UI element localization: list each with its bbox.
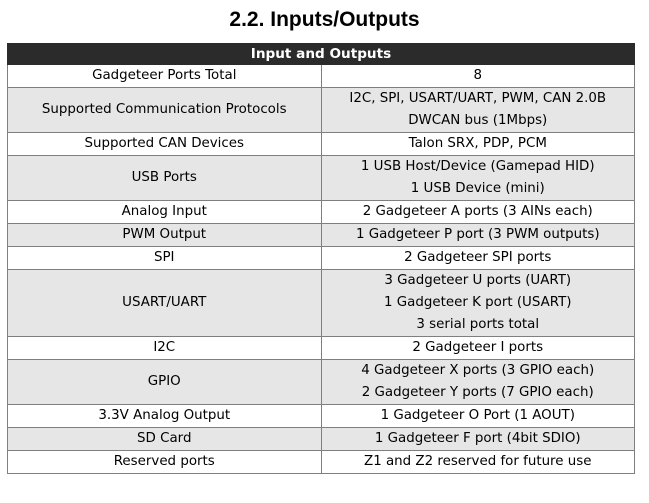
table-header-row: Input and Outputs (7, 43, 635, 65)
row-value: 1 Gadgeteer P port (3 PWM outputs) (320, 223, 635, 247)
row-label: SD Card (7, 427, 322, 451)
row-label: GPIO (7, 359, 322, 405)
table-row: SD Card 1 Gadgeteer F port (4bit SDIO) (7, 427, 635, 451)
row-label: Supported Communication Protocols (7, 87, 322, 133)
row-value: 2 Gadgeteer A ports (3 AINs each) (320, 200, 635, 224)
row-value-line: 2 Gadgeteer I ports (412, 340, 544, 355)
row-value: 1 USB Host/Device (Gamepad HID) 1 USB Dev… (320, 155, 635, 201)
table-row: PWM Output 1 Gadgeteer P port (3 PWM outp… (7, 223, 635, 247)
row-value-line: Z1 and Z2 reserved for future use (364, 454, 592, 469)
row-label: I2C (7, 336, 322, 360)
table-row: I2C 2 Gadgeteer I ports (7, 336, 635, 360)
row-value-line: DWCAN bus (1Mbps) (408, 113, 548, 128)
table-row: Supported CAN Devices Talon SRX, PDP, PCM (7, 132, 635, 156)
row-label: 3.3V Analog Output (7, 404, 322, 428)
row-value: 4 Gadgeteer X ports (3 GPIO each) 2 Gadge… (320, 359, 635, 405)
row-label: Supported CAN Devices (7, 132, 322, 156)
row-label: Analog Input (7, 200, 322, 224)
table-row: Analog Input 2 Gadgeteer A ports (3 AINs … (7, 200, 635, 224)
row-value-line: 2 Gadgeteer Y ports (7 GPIO each) (361, 385, 594, 400)
row-value-line: Talon SRX, PDP, PCM (408, 136, 547, 151)
table-header: Input and Outputs (7, 43, 635, 65)
row-value-line: 1 USB Device (mini) (410, 181, 545, 196)
row-value-line: 1 Gadgeteer P port (3 PWM outputs) (355, 227, 600, 242)
row-value-line: 1 Gadgeteer F port (4bit SDIO) (374, 431, 581, 446)
row-value-line: 8 (473, 68, 483, 83)
row-value: Talon SRX, PDP, PCM (320, 132, 635, 156)
row-value: I2C, SPI, USART/UART, PWM, CAN 2.0B DWCAN… (320, 87, 635, 133)
table-row: SPI 2 Gadgeteer SPI ports (7, 246, 635, 270)
row-value-line: 3 Gadgeteer U ports (UART) (384, 273, 572, 288)
table-row: USART/UART 3 Gadgeteer U ports (UART) 1 Ga… (7, 269, 635, 337)
row-value: 2 Gadgeteer SPI ports (320, 246, 635, 270)
row-label: PWM Output (7, 223, 322, 247)
table-row: Gadgeteer Ports Total 8 (7, 64, 635, 88)
row-value: 8 (320, 64, 635, 88)
row-value-line: 3 serial ports total (416, 317, 540, 332)
row-value-line: 2 Gadgeteer A ports (3 AINs each) (362, 204, 593, 219)
row-label: Reserved ports (7, 450, 322, 474)
row-value: 3 Gadgeteer U ports (UART) 1 Gadgeteer K … (320, 269, 635, 337)
row-value-line: I2C, SPI, USART/UART, PWM, CAN 2.0B (349, 91, 607, 106)
row-label: Gadgeteer Ports Total (7, 64, 322, 88)
row-label: SPI (7, 246, 322, 270)
row-value-line: 4 Gadgeteer X ports (3 GPIO each) (361, 363, 595, 378)
row-value-line: 1 Gadgeteer O Port (1 AOUT) (380, 408, 575, 423)
row-value: Z1 and Z2 reserved for future use (320, 450, 635, 474)
row-value: 2 Gadgeteer I ports (320, 336, 635, 360)
row-value-line: 1 USB Host/Device (Gamepad HID) (360, 159, 595, 174)
row-value-line: 2 Gadgeteer SPI ports (404, 250, 552, 265)
table-row: 3.3V Analog Output 1 Gadgeteer O Port (1 … (7, 404, 635, 428)
inputs-outputs-table: Input and Outputs Gadgeteer Ports Total 8… (7, 43, 635, 474)
section-title: 2.2. Inputs/Outputs (229, 8, 420, 31)
table-row: Reserved ports Z1 and Z2 reserved for fut… (7, 450, 635, 474)
row-value: 1 Gadgeteer O Port (1 AOUT) (320, 404, 635, 428)
row-value-line: 1 Gadgeteer K port (USART) (384, 295, 572, 310)
row-value: 1 Gadgeteer F port (4bit SDIO) (320, 427, 635, 451)
table-row: GPIO 4 Gadgeteer X ports (3 GPIO each) 2 G… (7, 359, 635, 405)
row-label: USB Ports (7, 155, 322, 201)
row-label: USART/UART (7, 269, 322, 337)
